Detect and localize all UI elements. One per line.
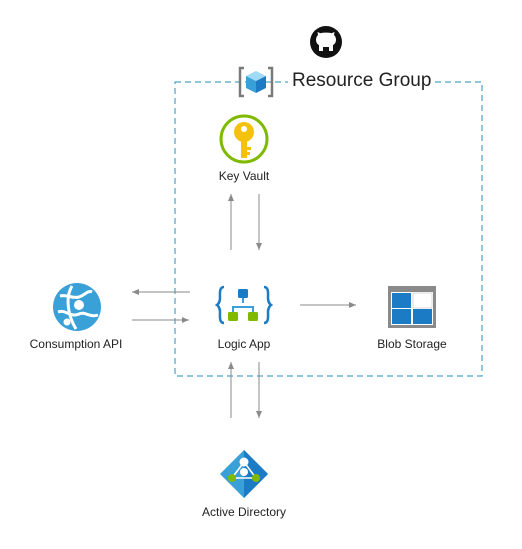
github-icon <box>310 26 342 58</box>
blob-storage-icon <box>388 286 436 328</box>
key-vault-icon <box>219 114 269 164</box>
api-globe-icon <box>53 283 101 331</box>
resource-group-boundary <box>174 81 483 377</box>
key-vault-label: Key Vault <box>218 169 270 183</box>
logic-app-label: Logic App <box>217 337 271 351</box>
consumption-api-label: Consumption API <box>29 337 123 351</box>
resource-group-icon <box>238 66 274 98</box>
logic-app-icon <box>214 285 274 325</box>
blob-storage-label: Blob Storage <box>377 337 447 351</box>
active-directory-icon <box>220 450 268 498</box>
active-directory-label: Active Directory <box>201 505 287 519</box>
resource-group-title: Resource Group <box>288 70 436 92</box>
